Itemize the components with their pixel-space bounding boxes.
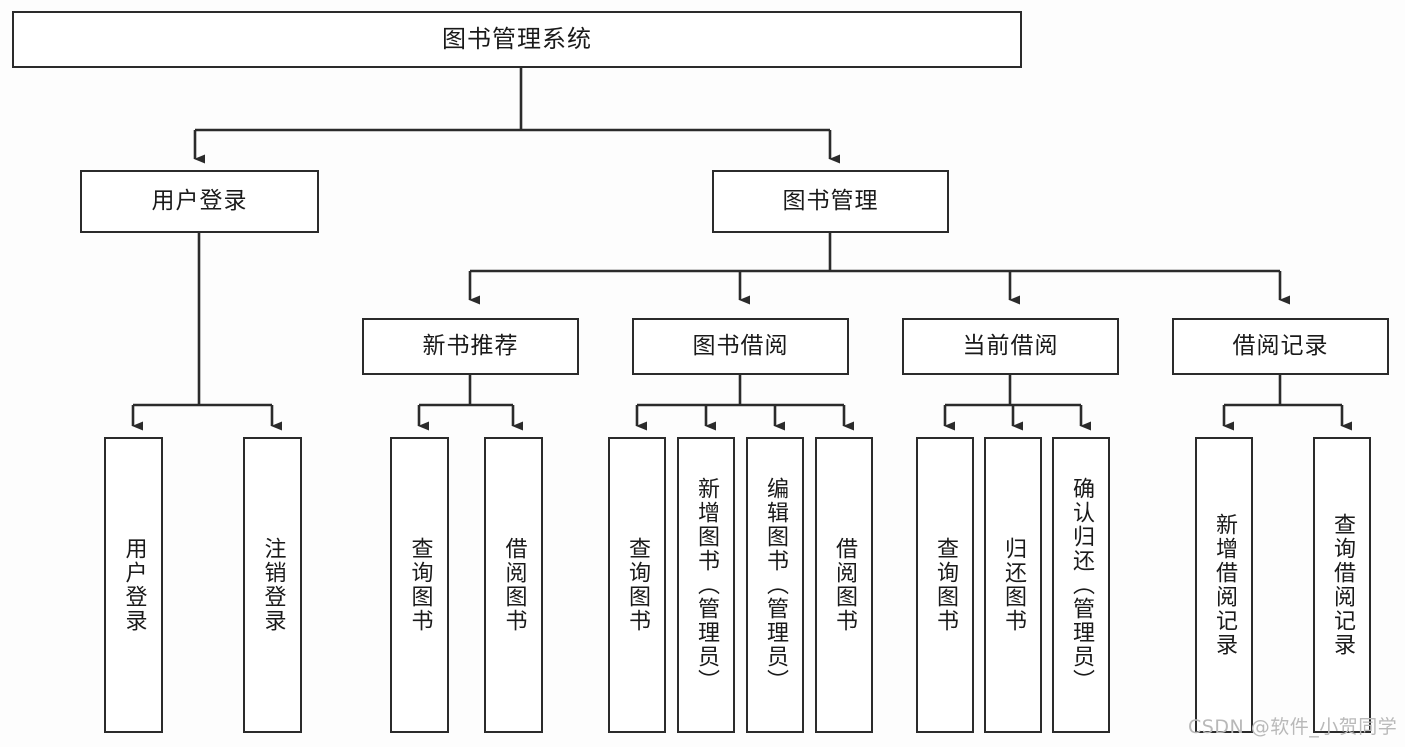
node-label: 借阅图书 (832, 537, 857, 633)
node-label: 新增图书（管理员） (694, 477, 719, 693)
node-label: 借阅记录 (1232, 332, 1329, 359)
leaf-borrow-edit-book-admin[interactable]: 编辑图书（管理员） (746, 437, 804, 733)
node-label: 用户登录 (121, 537, 147, 633)
node-label: 图书管理系统 (442, 25, 592, 54)
node-label: 编辑图书（管理员） (763, 477, 788, 693)
node-label: 查询借阅记录 (1330, 513, 1355, 657)
node-label: 归还图书 (1001, 537, 1026, 633)
leaf-borrow-add-book-admin[interactable]: 新增图书（管理员） (677, 437, 735, 733)
csdn-watermark: CSDN @软件_小贺同学 (1188, 716, 1398, 738)
node-current-borrow[interactable]: 当前借阅 (902, 318, 1119, 375)
node-borrow-record[interactable]: 借阅记录 (1172, 318, 1389, 375)
node-user-login[interactable]: 用户登录 (80, 170, 319, 233)
leaf-user-login-signin[interactable]: 用户登录 (104, 437, 163, 733)
leaf-current-query-book[interactable]: 查询图书 (916, 437, 974, 733)
node-new-book-recommend[interactable]: 新书推荐 (362, 318, 579, 375)
leaf-record-query-record[interactable]: 查询借阅记录 (1313, 437, 1371, 733)
leaf-record-add-record[interactable]: 新增借阅记录 (1195, 437, 1253, 733)
node-book-borrow[interactable]: 图书借阅 (632, 318, 849, 375)
node-label: 新书推荐 (422, 332, 519, 359)
node-label: 用户登录 (151, 187, 248, 214)
node-label: 图书管理 (782, 187, 879, 214)
node-label: 借阅图书 (501, 537, 527, 633)
node-label: 图书借阅 (692, 332, 789, 359)
leaf-recommend-borrow-book[interactable]: 借阅图书 (484, 437, 543, 733)
node-root-system[interactable]: 图书管理系统 (12, 11, 1022, 68)
leaf-borrow-borrow-book[interactable]: 借阅图书 (815, 437, 873, 733)
node-book-management[interactable]: 图书管理 (712, 170, 949, 233)
node-label: 注销登录 (260, 537, 286, 633)
node-label: 查询图书 (625, 537, 650, 633)
leaf-recommend-query-book[interactable]: 查询图书 (390, 437, 449, 733)
node-label: 当前借阅 (962, 332, 1059, 359)
leaf-borrow-query-book[interactable]: 查询图书 (608, 437, 666, 733)
leaf-current-return-book[interactable]: 归还图书 (984, 437, 1042, 733)
node-label: 查询图书 (933, 537, 958, 633)
node-label: 查询图书 (407, 537, 433, 633)
node-label: 新增借阅记录 (1212, 513, 1237, 657)
node-label: 确认归还（管理员） (1069, 477, 1094, 693)
leaf-current-confirm-return-admin[interactable]: 确认归还（管理员） (1052, 437, 1110, 733)
leaf-user-login-signout[interactable]: 注销登录 (243, 437, 302, 733)
